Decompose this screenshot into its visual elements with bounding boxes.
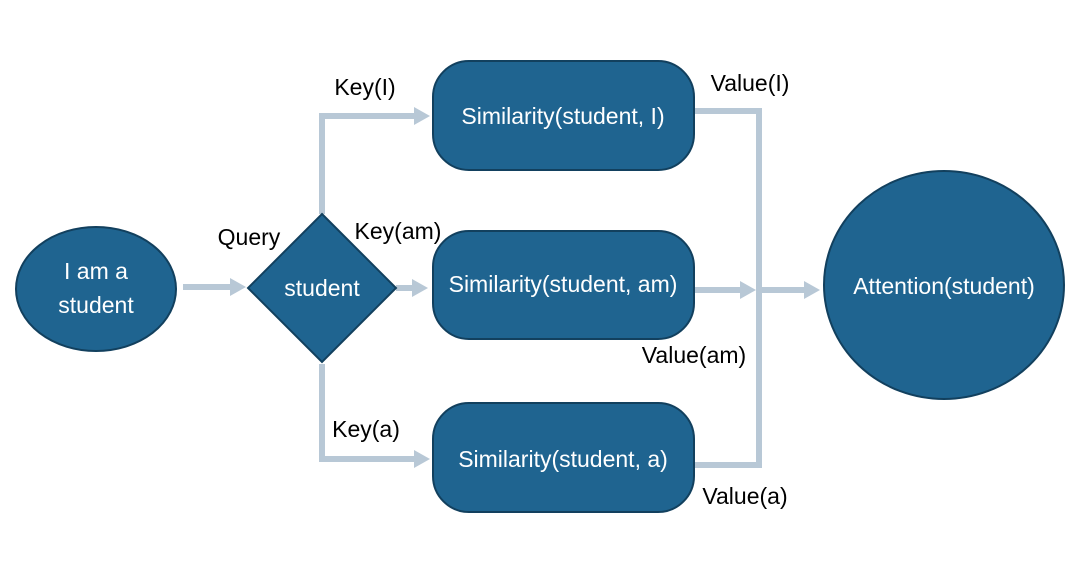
arrowhead-sim-i [414, 107, 430, 125]
key-a-edge-label: Key(a) [332, 416, 400, 442]
similarity-a-box [432, 402, 695, 513]
arrowhead-attention [804, 281, 820, 299]
query-label: student [284, 275, 360, 301]
connector-query-to-sim-i [319, 113, 416, 214]
input-ellipse [15, 226, 177, 352]
attention-ellipse [823, 170, 1065, 400]
similarity-i-box [432, 60, 695, 171]
similarity-node-i: Similarity(student, I) [432, 60, 695, 171]
connectors [183, 107, 820, 468]
input-label-line2: student [58, 292, 134, 318]
key-am-edge-label: Key(am) [355, 218, 442, 244]
value-i-edge-label: Value(I) [711, 70, 790, 96]
key-i-edge-label: Key(I) [334, 74, 395, 100]
value-a-edge-label: Value(a) [702, 483, 787, 509]
arrowhead-sim-am [412, 279, 428, 297]
query-diamond [246, 212, 398, 364]
arrowhead-query [230, 278, 246, 296]
value-am-edge-label: Value(am) [642, 342, 746, 368]
connector-sim-i-to-collector [695, 108, 762, 290]
similarity-node-a: Similarity(student, a) [432, 402, 695, 513]
similarity-am-label: Similarity(student, am) [449, 271, 678, 297]
connector-sim-a-to-collector [695, 290, 762, 468]
attention-node: Attention(student) [823, 170, 1065, 400]
similarity-node-am: Similarity(student, am) [432, 230, 695, 340]
similarity-am-box [432, 230, 695, 340]
connector-query-to-sim-a [319, 364, 416, 462]
similarity-a-label: Similarity(student, a) [458, 446, 668, 472]
query-node: student [246, 212, 398, 364]
arrowhead-sim-a [414, 450, 430, 468]
similarity-i-label: Similarity(student, I) [461, 103, 664, 129]
input-label-line1: I am a [64, 258, 128, 284]
query-edge-label: Query [218, 224, 281, 250]
input-node: I am a student [15, 226, 177, 352]
attention-label: Attention(student) [853, 273, 1035, 299]
edge-labels: Query Key(I) Key(am) Key(a) Value(I) Val… [218, 70, 790, 509]
arrowhead-collector [740, 281, 756, 299]
